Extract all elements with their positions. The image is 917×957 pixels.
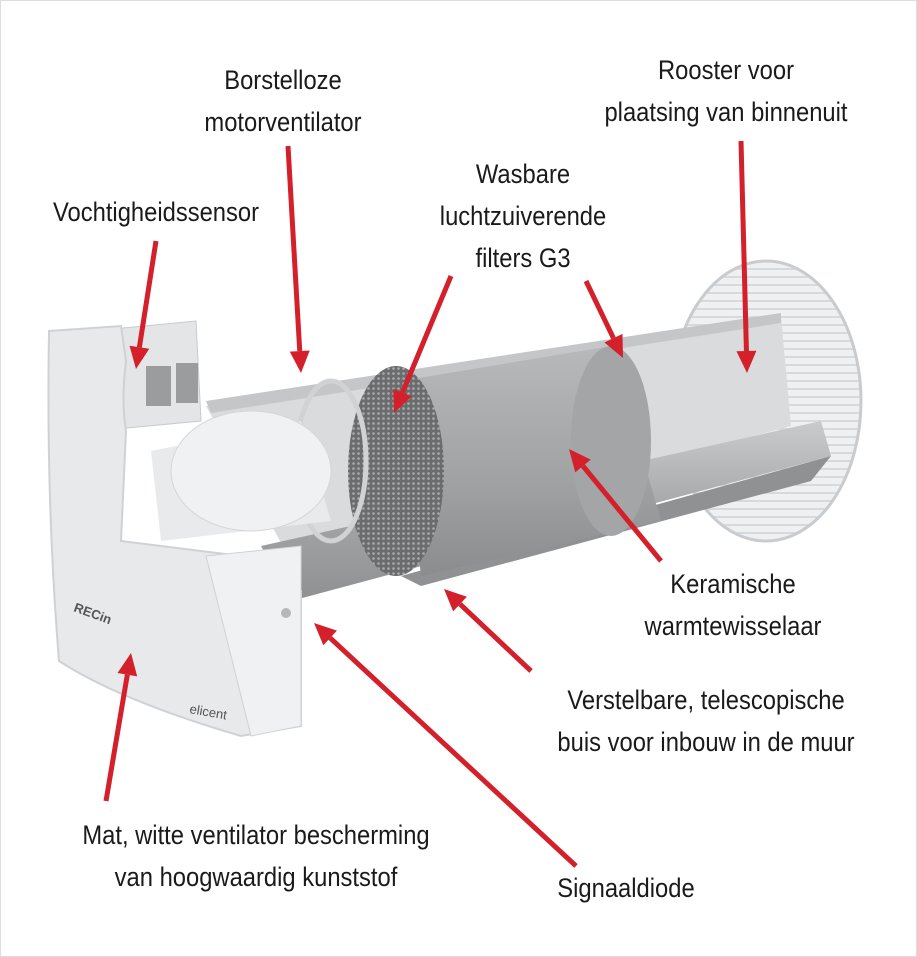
logo-maker: elicent <box>188 701 228 722</box>
front-cover: RECin elicent <box>47 324 302 738</box>
arrow-grille <box>736 140 757 373</box>
label-diode: Signaaldiode <box>557 873 695 903</box>
brushless-motor <box>151 410 332 541</box>
arrow-tube <box>444 589 533 673</box>
label-sensor: Vochtigheidssensor <box>52 197 260 227</box>
ceramic-heat-exchanger <box>401 346 661 576</box>
arrow-motor <box>285 145 310 373</box>
arrow-sensor <box>129 240 159 369</box>
arrow-filters-left <box>393 275 454 413</box>
arrow-filters-right <box>583 279 623 358</box>
arrow-cover <box>103 653 138 802</box>
arrow-diode <box>314 623 578 868</box>
arrow-ceramic <box>569 449 663 563</box>
